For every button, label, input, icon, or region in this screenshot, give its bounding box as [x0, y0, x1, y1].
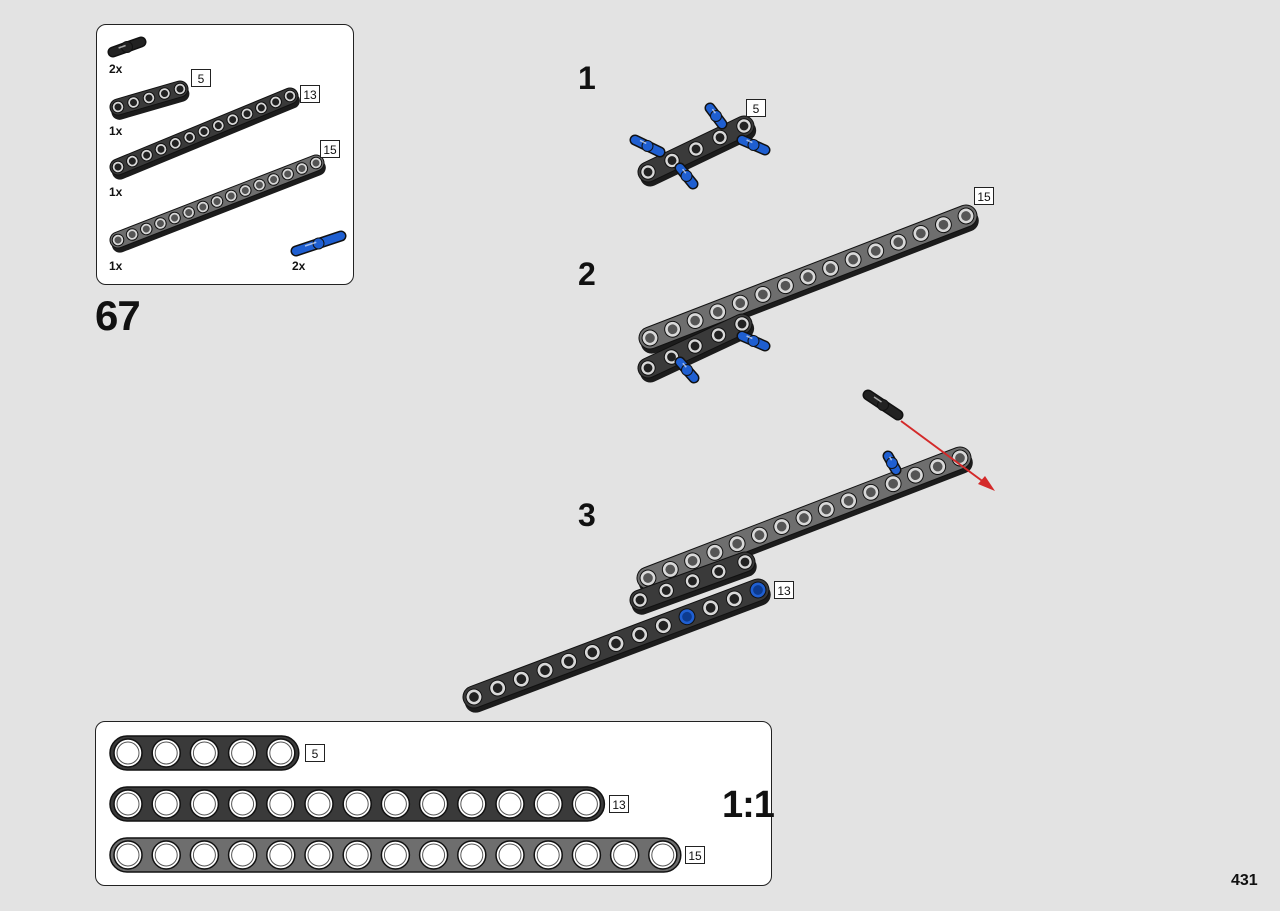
beam-13-part-icon [109, 87, 300, 180]
step1-beam-5 [637, 115, 757, 187]
scale-beam-13 [109, 786, 606, 822]
substep-1-tag: 5 [746, 99, 766, 117]
step3-beam-13 [462, 578, 771, 713]
insert-arrow [900, 420, 995, 491]
scale-beam-5 [109, 735, 300, 771]
step1-blue-pin-top [704, 102, 728, 130]
scale-tag-15: 15 [685, 846, 705, 864]
scale-beam-15 [109, 837, 682, 873]
black-pin-icon [107, 36, 147, 58]
length-tag-15: 15 [320, 140, 340, 158]
beam-15-part-icon [109, 154, 326, 253]
scale-tag-5: 5 [305, 744, 325, 762]
substep-3-tag: 13 [774, 581, 794, 599]
substep-2-label: 2 [578, 256, 596, 292]
step1-blue-pin-right [736, 134, 771, 156]
qty-beam-5: 1x [109, 124, 123, 138]
arrowhead [978, 476, 995, 491]
step1-blue-pin-bottom [674, 162, 699, 190]
qty-beam-13: 1x [109, 185, 123, 199]
blue-pin-icon [290, 230, 347, 257]
qty-blue-pin: 2x [292, 259, 306, 273]
step3-beam-5 [629, 551, 757, 615]
qty-black-pin: 2x [109, 62, 123, 76]
substep-2-tag: 15 [974, 187, 994, 205]
qty-beam-15: 1x [109, 259, 123, 273]
page-number: 431 [1231, 872, 1258, 889]
substep-1-label: 1 [578, 60, 596, 96]
beam-5-part-icon [109, 80, 190, 120]
step1-blue-pin-left [629, 134, 666, 158]
scale-tag-13: 13 [609, 795, 629, 813]
step2-blue-pin-right [736, 330, 771, 352]
step3-blue-pin-top [882, 450, 902, 476]
step2-blue-pin-bottom [674, 356, 700, 384]
step2-beam-5 [637, 313, 755, 383]
length-tag-13: 13 [300, 85, 320, 103]
step3-beam-15 [636, 446, 973, 594]
scale-label: 1:1 [722, 784, 775, 826]
step2-beam-15 [638, 204, 979, 354]
length-tag-5: 5 [191, 69, 211, 87]
substep-3-label: 3 [578, 497, 596, 533]
step3-black-pin [862, 389, 904, 421]
step-number: 67 [95, 292, 141, 339]
